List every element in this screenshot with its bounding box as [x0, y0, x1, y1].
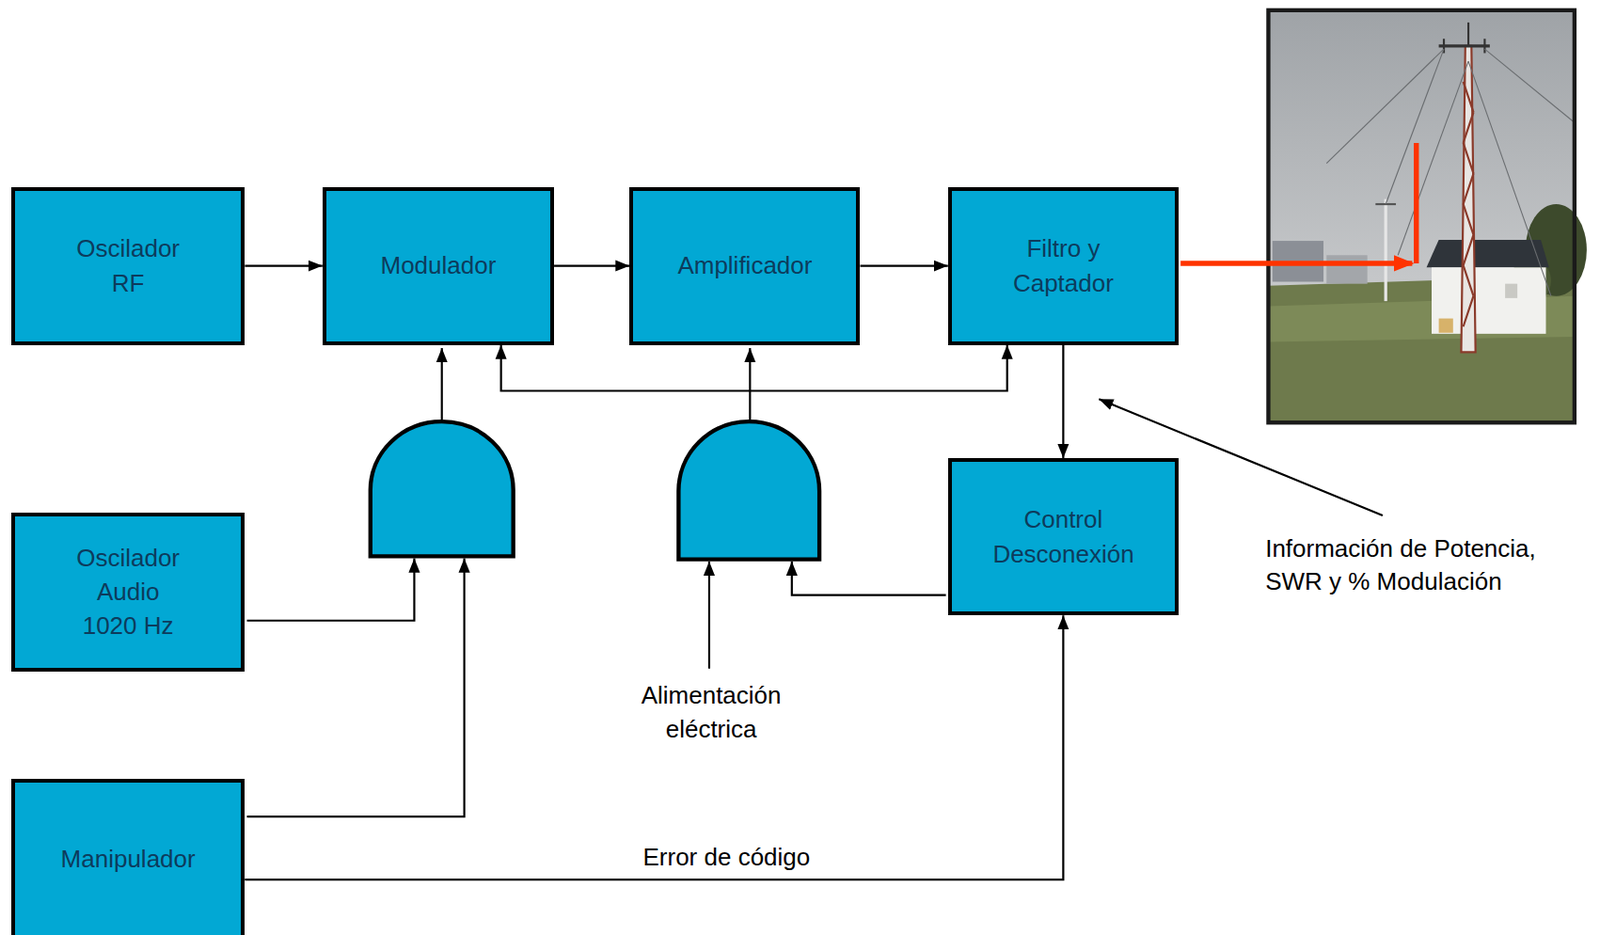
process-box: Oscilador RF — [11, 187, 245, 346]
box-label: Filtro y Captador — [1001, 231, 1125, 301]
process-box: Amplificador — [629, 187, 860, 346]
annotation: Alimentación eléctrica — [626, 679, 796, 745]
box-label: Oscilador Audio 1020 Hz — [66, 540, 190, 644]
process-box: Control Desconexión — [948, 458, 1179, 616]
box-label: Control Desconexión — [992, 502, 1134, 571]
box-label: Oscilador RF — [66, 231, 190, 301]
connector-arrow — [554, 264, 630, 267]
output-arrow — [1180, 260, 1412, 266]
and-gate — [678, 421, 820, 559]
process-box: Modulador — [322, 187, 555, 346]
connector-arrow — [501, 345, 1008, 392]
box-label: Modulador — [380, 248, 496, 283]
connector-arrow — [1061, 345, 1064, 459]
antenna-photo — [1267, 10, 1586, 423]
process-box: Oscilador Audio 1020 Hz — [11, 512, 245, 672]
connector-label: Error de código — [639, 842, 815, 872]
box-label: Manipulador — [61, 841, 196, 876]
process-box: Filtro y Captador — [948, 187, 1179, 346]
process-box: Manipulador — [11, 778, 245, 935]
and-gate — [370, 421, 514, 556]
annotation: Información de Potencia, SWR y % Modulac… — [1265, 532, 1576, 599]
antenna-mark — [1413, 142, 1419, 264]
connector-arrow — [244, 615, 1063, 880]
connector-arrow — [244, 264, 322, 267]
box-label: Amplificador — [677, 248, 812, 283]
connector-arrow — [859, 264, 948, 267]
wires — [247, 348, 1383, 817]
